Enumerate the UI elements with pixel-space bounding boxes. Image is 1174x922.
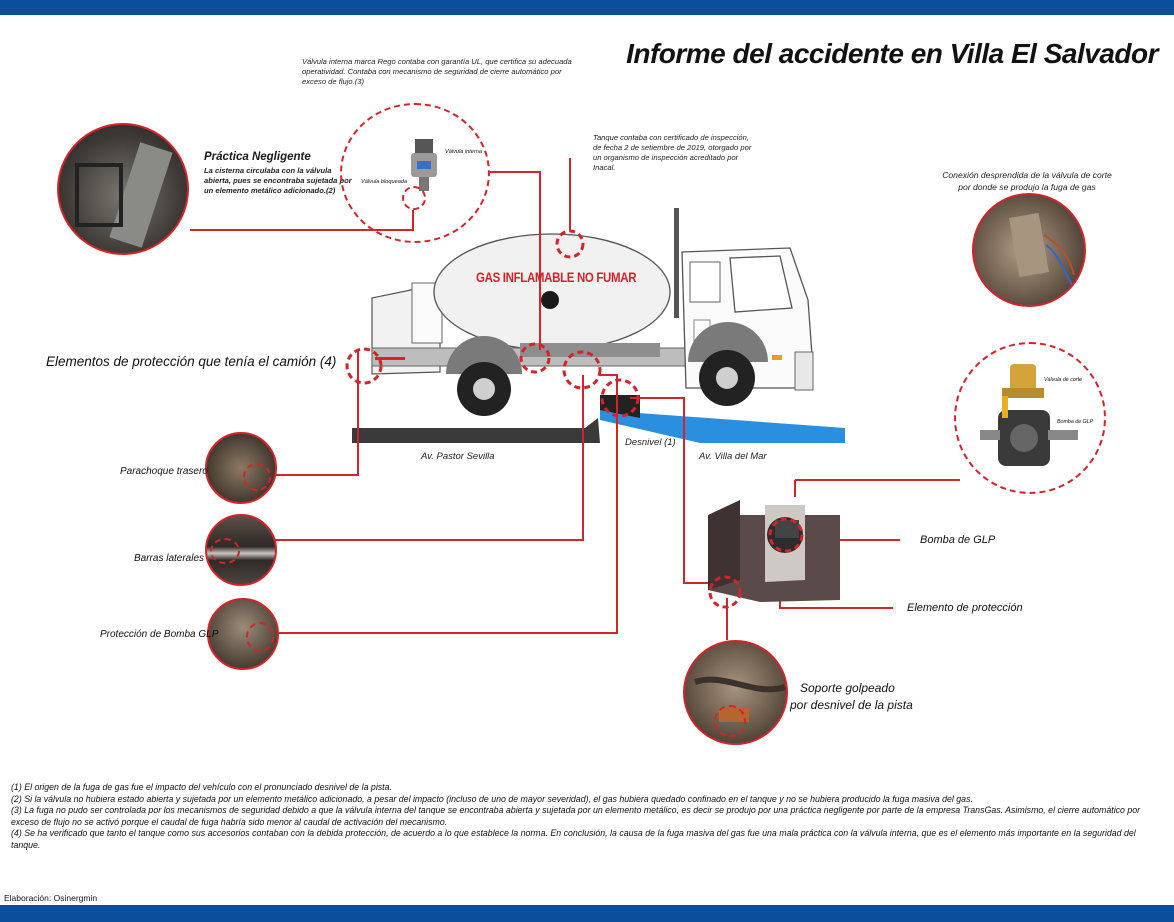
tank-certificate-note: Tanque contaba con certificado de inspec… xyxy=(593,133,752,172)
pump-protection-label: Protección de Bomba GLP xyxy=(100,629,219,640)
valve-blocked-label: Válvula bloqueada xyxy=(361,179,408,185)
footnote-2: (2) Si la válvula no hubiera estado abie… xyxy=(11,793,973,804)
valve-blocked-marker xyxy=(402,186,426,210)
connector-lines xyxy=(190,158,960,640)
street-drop-label: Desnivel (1) xyxy=(625,437,676,448)
tank-warning-text: GAS INFLAMABLE NO FUMAR xyxy=(476,269,637,285)
cutoff-valve-ring xyxy=(954,342,1106,494)
negligent-practice-title: Práctica Negligente xyxy=(204,151,311,163)
credit: Elaboración: Osinergmin xyxy=(4,893,98,903)
footnote-3: (3) La fuga no pudo ser controlada por l… xyxy=(11,805,1141,827)
protection-heading: Elementos de protección que tenía el cam… xyxy=(46,354,337,369)
road-villa-del-mar xyxy=(600,405,845,443)
disconnected-connection-photo xyxy=(972,193,1086,307)
top-band xyxy=(0,0,1174,15)
valve-dashed-ring xyxy=(340,103,490,243)
negligent-practice-photo xyxy=(57,123,189,255)
highlight-markers xyxy=(345,229,640,418)
street-left-label: Av. Pastor Sevilla xyxy=(421,451,495,462)
rear-bumper-label: Parachoque trasero xyxy=(120,466,208,477)
footnote-1: (1) El origen de la fuga de gas fue el i… xyxy=(11,782,392,792)
side-bars-marker xyxy=(210,538,240,564)
valve-note: Válvula interna marca Rego contaba con g… xyxy=(302,57,572,86)
protection-element-illustration xyxy=(708,500,840,602)
cutoff-valve-illustration xyxy=(980,358,1080,478)
rear-bumper-marker xyxy=(243,463,271,491)
drop-step xyxy=(600,395,640,418)
bottom-band xyxy=(0,905,1174,922)
road-pastor-sevilla xyxy=(352,418,600,443)
cutoff-valve-label: Válvula de corte xyxy=(1044,377,1082,383)
page-title: Informe del accidente en Villa El Salvad… xyxy=(626,38,1158,69)
pump-protection-marker xyxy=(246,622,274,652)
hit-support-marker xyxy=(714,705,746,737)
footnote-4: (4) Se ha verificado que tanto el tanque… xyxy=(11,828,1136,850)
cutoff-pump-label: Bomba de GLP xyxy=(1057,419,1094,425)
valve-inner-label: Válvula interna xyxy=(445,149,483,155)
glp-pump-label: Bomba de GLP xyxy=(920,534,996,546)
connection-note: Conexión desprendida de la válvula de co… xyxy=(942,170,1112,192)
truck-illustration xyxy=(371,208,814,416)
footnotes: (1) El origen de la fuga de gas fue el i… xyxy=(11,782,1163,852)
side-bars-label: Barras laterales xyxy=(134,553,205,564)
street-right-label: Av. Villa del Mar xyxy=(699,451,767,462)
support-hit-label-2: por desnivel de la pista xyxy=(790,698,913,712)
negligent-practice-block: Práctica Negligente La cisterna circulab… xyxy=(204,151,354,196)
valve-illustration xyxy=(405,135,450,195)
support-hit-label-1: Soporte golpeado xyxy=(800,681,895,695)
protection-element-label: Elemento de protección xyxy=(907,602,1023,614)
negligent-practice-body: La cisterna circulaba con la válvula abi… xyxy=(204,166,352,195)
